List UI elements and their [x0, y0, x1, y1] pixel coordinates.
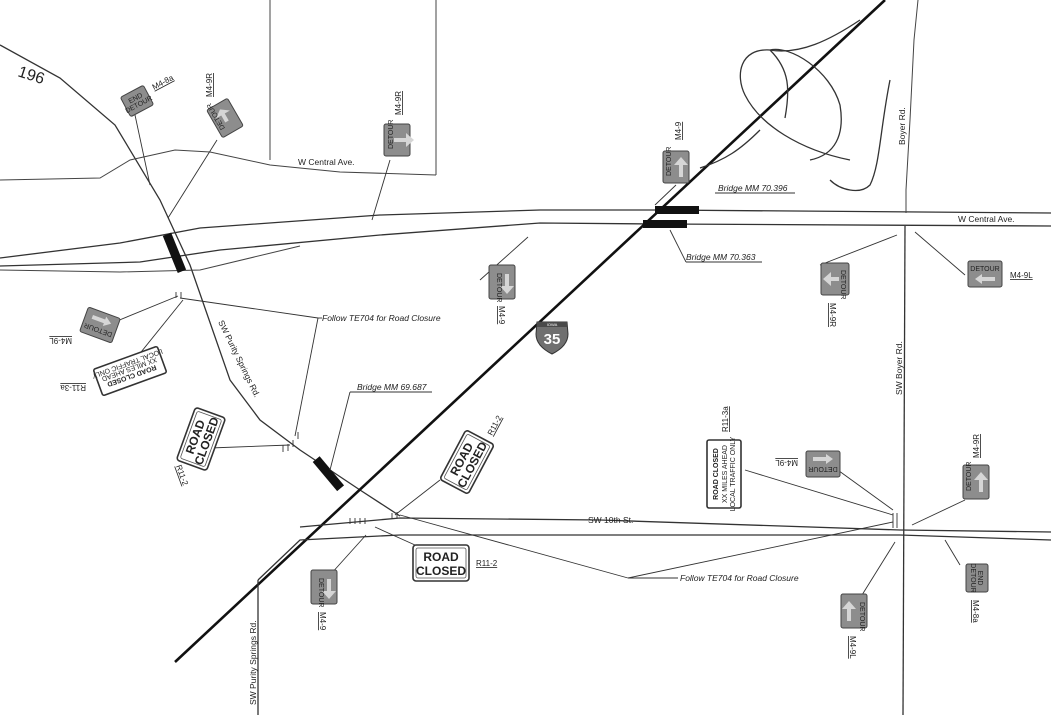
svg-text:DETOUR: DETOUR [388, 120, 395, 149]
svg-text:DETOUR: DETOUR [839, 270, 846, 299]
shield-number: 35 [544, 331, 561, 348]
svg-text:LOCAL TRAFFIC ONLY: LOCAL TRAFFIC ONLY [730, 436, 737, 511]
sw-10th-st-south [257, 534, 1051, 581]
svg-text:DETOUR: DETOUR [495, 273, 502, 302]
svg-text:XX MILES AHEAD: XX MILES AHEAD [722, 445, 729, 503]
bridge-markers [162, 206, 699, 492]
svg-text:ROAD CLOSED: ROAD CLOSED [713, 448, 720, 500]
code-m4-9l-mid: M4-9L [775, 458, 798, 467]
code-m4-9-center: M4-9 [497, 306, 506, 325]
note-follow-lower: Follow TE704 for Road Closure [680, 573, 799, 583]
sign-detour-m4-9l-left: DETOUR [79, 307, 121, 343]
code-m4-9r-ul: M4-9R [205, 73, 214, 97]
sign-detour-m4-9r-central: DETOUR [383, 120, 414, 157]
svg-text:DETOUR: DETOUR [970, 266, 999, 273]
code-m4-9-upper: M4-9 [674, 121, 683, 140]
street-label-w-central-upper: W Central Ave. [298, 157, 355, 167]
interstate-35-shield: IOWA 35 [535, 321, 569, 355]
bridge-label-70-363: Bridge MM 70.363 [686, 252, 756, 262]
boyer-rd-north [905, 0, 919, 213]
sign-detour-m4-9l-right: DETOUR [967, 260, 1003, 288]
interchange-ramp-east [829, 79, 891, 192]
local-road-upper [0, 149, 437, 181]
street-label-sw-10th-st: SW 10th St. [588, 515, 633, 525]
street-label-sw-purity-springs-south: SW Purity Springs Rd. [248, 620, 258, 705]
code-r11-2-left: R11-2 [174, 464, 190, 488]
interstate-35-mainline [174, 0, 886, 663]
sign-road-closed-bottom: ROAD CLOSED [412, 544, 470, 582]
bridge-block-69-687 [312, 456, 345, 492]
code-m4-9r-central: M4-9R [394, 91, 403, 115]
code-m4-8a-lower: M4-8a [971, 600, 980, 623]
code-m4-9r-right: M4-9R [828, 303, 837, 327]
w-central-ave-north [0, 209, 1051, 259]
svg-text:DETOUR: DETOUR [858, 602, 865, 631]
street-label-w-central-east: W Central Ave. [958, 214, 1015, 224]
leader-lines [99, 114, 966, 596]
bridge-label-70-396: Bridge MM 70.396 [718, 183, 788, 193]
sign-detour-m4-9r-right: DETOUR [820, 262, 850, 299]
note-follow-upper: Follow TE704 for Road Closure [322, 313, 441, 323]
bridge-block-70-363 [643, 220, 687, 228]
code-r11-3a-left: R11-3a [60, 383, 86, 392]
sign-detour-m4-9r-lower: DETOUR [962, 462, 990, 500]
sign-end-detour-lower: END DETOUR [965, 563, 989, 593]
code-m4-9l-left: M4-9L [49, 336, 72, 345]
w-central-ramp [0, 245, 301, 273]
sign-detour-m4-9r-ul: DETOUR [206, 98, 244, 138]
code-m4-9-lower: M4-9 [318, 612, 327, 631]
bridge-label-69-687: Bridge MM 69.687 [357, 382, 427, 392]
sign-end-detour-upper: END DETOUR [120, 85, 154, 117]
svg-text:DETOUR: DETOUR [808, 465, 837, 472]
sign-road-closed-ahead-right: ROAD CLOSED XX MILES AHEAD LOCAL TRAFFIC… [706, 436, 742, 511]
code-r11-3a-right: R11-3a [721, 406, 730, 432]
svg-text:DETOUR: DETOUR [966, 462, 973, 491]
code-m4-8a-upper: M4-8a [151, 73, 176, 92]
code-r11-2-center: R11-2 [486, 414, 504, 437]
sign-road-closed-center: ROAD CLOSED [439, 430, 495, 494]
sign-detour-m4-9-upper: DETOUR [662, 147, 690, 184]
svg-text:END: END [976, 571, 983, 586]
sign-road-closed-left: ROAD CLOSED [176, 407, 226, 471]
svg-text:DETOUR: DETOUR [666, 147, 673, 176]
svg-text:ROAD: ROAD [423, 550, 459, 564]
sign-detour-m4-9-lower: DETOUR [310, 569, 338, 607]
sign-detour-m4-9l-lower: DETOUR [840, 593, 868, 631]
street-label-sw-boyer-rd: SW Boyer Rd. [894, 341, 904, 395]
code-m4-9l-lower: M4-9L [848, 636, 857, 659]
sign-post-ticks [175, 292, 898, 528]
sign-detour-m4-9-center: DETOUR [488, 264, 516, 302]
svg-text:DETOUR: DETOUR [969, 563, 976, 592]
shield-top-text: IOWA [547, 322, 558, 327]
sw-10th-st-north [299, 517, 1051, 533]
sign-detour-m4-9l-mid: DETOUR [805, 450, 841, 478]
bridge-block-70-396 [655, 206, 699, 214]
code-m4-9r-lower: M4-9R [972, 434, 981, 458]
sign-road-closed-ahead-left: ROAD CLOSED XX MILES AHEAD LOCAL TRAFFIC… [91, 345, 167, 397]
svg-text:CLOSED: CLOSED [416, 564, 466, 578]
svg-text:DETOUR: DETOUR [317, 578, 324, 607]
street-label-boyer-rd: Boyer Rd. [897, 107, 907, 145]
w-central-ave-south [0, 222, 1051, 267]
interchange-loops [699, 19, 861, 169]
code-m4-9l-right: M4-9L [1010, 271, 1033, 280]
code-r11-2-bottom: R11-2 [476, 559, 498, 568]
bridge-block-196 [162, 232, 187, 274]
sw-boyer-rd [902, 225, 906, 715]
